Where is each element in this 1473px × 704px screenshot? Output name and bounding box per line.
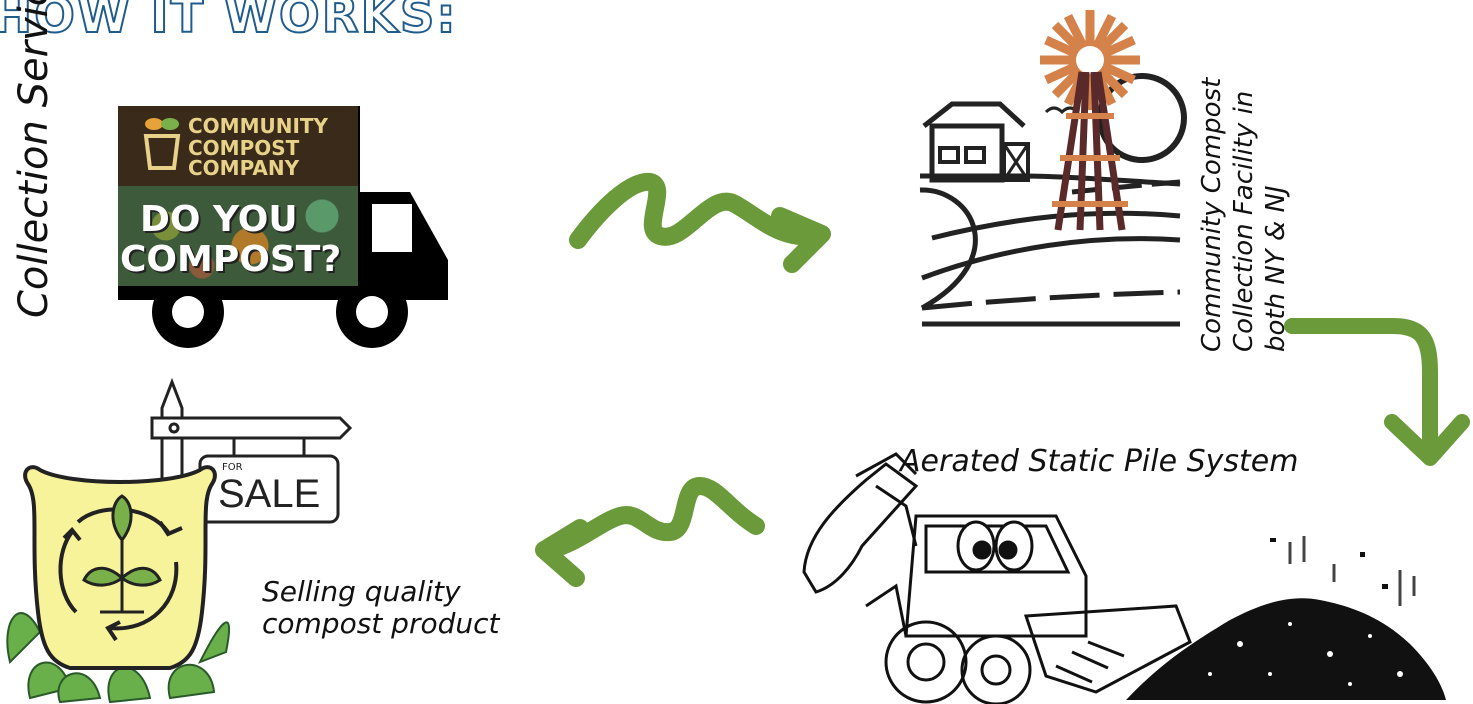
facility-label-line1: Community Compost	[1197, 77, 1227, 352]
logo-line3: COMPANY	[188, 156, 300, 180]
for-sale-sign-icon	[150, 378, 353, 540]
system-label: Aerated Static Pile System	[900, 444, 1299, 479]
sale-sign-big: SALE	[218, 472, 321, 516]
photo-line1: DO YOU	[140, 199, 298, 240]
compost-pile-icon	[1126, 536, 1446, 700]
compost-photo	[118, 186, 358, 286]
selling-label: Selling quality compost product	[262, 576, 499, 640]
arrow-icon-2	[1284, 318, 1470, 466]
arrow-icon-1	[569, 173, 831, 273]
selling-label-line1: Selling quality	[262, 575, 461, 608]
sprout-logo-icon	[143, 118, 181, 170]
windmill-icon	[1040, 10, 1140, 231]
truck-advert: COMMUNITY COMPOST COMPANY DO YOU COMPOST…	[118, 106, 358, 286]
photo-line2: COMPOST?	[120, 239, 342, 280]
facility-label-line2: Collection Facility in	[1229, 90, 1259, 352]
logo-line2: COMPOST	[188, 136, 300, 160]
facility-label-line3: both NY & NJ	[1261, 185, 1291, 352]
excavator-icon	[802, 452, 1192, 704]
collection-label: Collection Services	[11, 0, 57, 318]
selling-label-line2: compost product	[262, 607, 500, 640]
arrow-icon-3	[535, 477, 765, 587]
page-title: HOW IT WORKS:	[0, 0, 458, 45]
sale-sign-small: FOR	[222, 462, 243, 473]
facility-label: Community Compost Collection Facility in…	[1196, 78, 1292, 352]
logo-line1: COMMUNITY	[188, 114, 329, 138]
farm-icon	[919, 73, 1187, 327]
compost-bag-icon	[6, 465, 230, 704]
